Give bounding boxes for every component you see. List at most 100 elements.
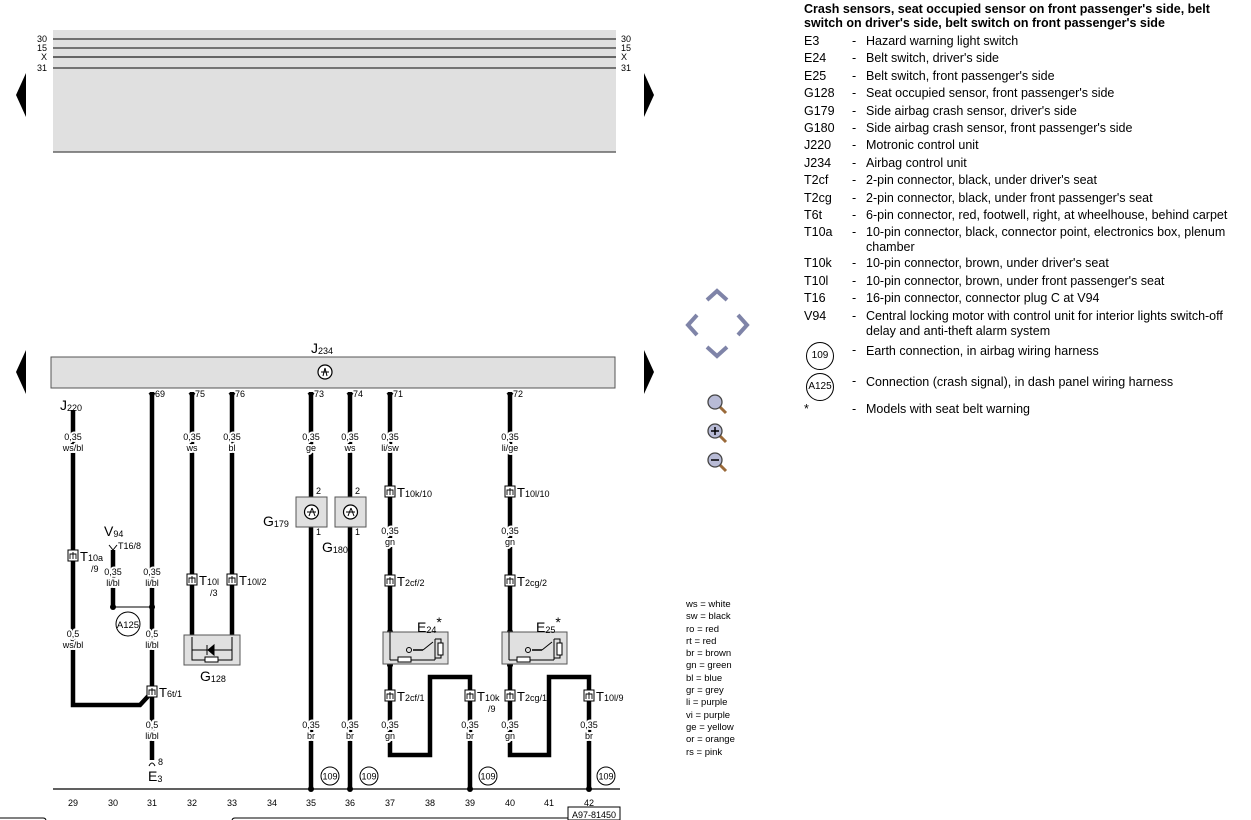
legend-code: V94 bbox=[804, 308, 827, 323]
wire-size-label: 0,35 bbox=[501, 432, 519, 442]
crash-sensor-icon bbox=[346, 507, 355, 517]
pan-down-icon[interactable] bbox=[704, 344, 730, 360]
component-label-sub: 179 bbox=[274, 519, 289, 529]
diode-icon bbox=[206, 643, 215, 657]
connector-code: T bbox=[397, 689, 405, 704]
track-number: 34 bbox=[267, 798, 277, 808]
pin-number: 75 bbox=[195, 389, 205, 399]
wire-size-label: 0,35 bbox=[64, 432, 82, 442]
connector-pin: 10k/10 bbox=[405, 489, 432, 499]
pin-arrow-icon bbox=[346, 392, 354, 399]
legend-item: T10l-10-pin connector, brown, under fron… bbox=[804, 273, 1249, 290]
color-code-item: vi = purple bbox=[686, 709, 731, 721]
connector-icon bbox=[585, 692, 593, 699]
legend-code: T10a bbox=[804, 225, 833, 240]
control-unit-label: J234 bbox=[311, 340, 333, 356]
drawing-number-box bbox=[567, 806, 621, 820]
pan-right-icon[interactable] bbox=[735, 312, 751, 338]
sensor-pin: 1 bbox=[355, 527, 360, 537]
pin-arrow-icon bbox=[108, 544, 118, 551]
zoom-icon[interactable] bbox=[706, 393, 730, 417]
legend-dash: - bbox=[852, 256, 857, 271]
wire-size-label: 0,35 bbox=[381, 720, 399, 730]
control-unit-label-code: J bbox=[311, 340, 318, 356]
connector-icon bbox=[506, 692, 514, 699]
legend-item: E24-Belt switch, driver's side bbox=[804, 50, 1249, 67]
connector-pin: 10l/9 bbox=[604, 693, 624, 703]
connector-pin: 10k bbox=[485, 693, 500, 703]
legend-dash: - bbox=[852, 273, 857, 288]
e24-belt-switch-box bbox=[382, 631, 449, 665]
legend-item: T2cf-2-pin connector, black, under drive… bbox=[804, 172, 1249, 189]
pin-number: 73 bbox=[314, 389, 324, 399]
track-number: 41 bbox=[544, 798, 554, 808]
legend-code: G128 bbox=[804, 86, 835, 101]
e25-belt-switch-box bbox=[501, 631, 568, 665]
scroll-right-arrow-icon[interactable] bbox=[644, 350, 654, 394]
wire-size-label: 0,35 bbox=[223, 432, 241, 442]
ground-label: 109 bbox=[322, 772, 337, 782]
wire-size-label: 0,35 bbox=[104, 567, 122, 577]
track-number: 32 bbox=[187, 798, 197, 808]
pan-left-icon[interactable] bbox=[684, 312, 700, 338]
wire-color-label: gn bbox=[505, 537, 515, 547]
connector-icon bbox=[386, 577, 394, 584]
wire-color-label: li/bl bbox=[145, 640, 159, 650]
connector-pin: 10a bbox=[88, 553, 103, 563]
pan-up-icon[interactable] bbox=[704, 287, 730, 303]
wire-size-label: 0,5 bbox=[146, 629, 159, 639]
legend-code: T10k bbox=[804, 256, 832, 271]
crash-sensor-icon bbox=[307, 507, 316, 517]
pin-number: 74 bbox=[353, 389, 363, 399]
color-code-item: rt = red bbox=[686, 635, 717, 647]
color-code-item: gn = green bbox=[686, 660, 732, 672]
pin-icon bbox=[148, 762, 156, 767]
component-label-code: V bbox=[104, 523, 114, 539]
zoom-in-icon[interactable] bbox=[706, 422, 730, 446]
airbag-control-unit-box bbox=[50, 356, 616, 389]
legend-text: Airbag control unit bbox=[866, 155, 967, 170]
legend-text: Seat occupied sensor, front passenger's … bbox=[866, 86, 1115, 101]
legend-text: Motronic control unit bbox=[866, 138, 979, 153]
legend-item: T6t-6-pin connector, red, footwell, righ… bbox=[804, 207, 1249, 224]
legend-code: T10l bbox=[804, 273, 829, 288]
connector-pin: 2cf/2 bbox=[405, 578, 425, 588]
scroll-left-arrow-icon[interactable] bbox=[16, 73, 26, 117]
color-code-item: rs = pink bbox=[686, 746, 723, 758]
connector-code: T bbox=[159, 685, 167, 700]
scroll-right-arrow-icon[interactable] bbox=[644, 73, 654, 117]
connector-label: T2cg/2 bbox=[517, 574, 547, 589]
legend-item: E25-Belt switch, front passenger's side bbox=[804, 68, 1249, 85]
connector-pin: 10l/10 bbox=[525, 489, 550, 499]
legend-code: G180 bbox=[804, 121, 835, 136]
zoom-out-icon[interactable] bbox=[706, 451, 730, 475]
legend-item: V94-Central locking motor with control u… bbox=[804, 308, 1249, 339]
legend-dash: - bbox=[852, 208, 857, 223]
component-label-sub: 220 bbox=[67, 403, 82, 413]
airbag-symbol-icon bbox=[321, 367, 329, 377]
legend-code: * bbox=[804, 401, 809, 416]
connector-code: T bbox=[477, 689, 485, 704]
next-page-tab bbox=[0, 817, 568, 820]
junction-dot bbox=[149, 604, 155, 610]
legend-code: E25 bbox=[804, 68, 827, 83]
legend-item: J234-Airbag control unit bbox=[804, 155, 1249, 172]
track-number: 29 bbox=[68, 798, 78, 808]
rail-label-left: X bbox=[41, 52, 47, 62]
component-label-sub: 128 bbox=[211, 674, 226, 684]
connector-code: T bbox=[397, 485, 405, 500]
track-number: 38 bbox=[425, 798, 435, 808]
connector-pin: 2cf/1 bbox=[405, 693, 425, 703]
connector-code: T bbox=[239, 573, 247, 588]
wire-color-label: li/bl bbox=[145, 731, 159, 741]
legend-code: E24 bbox=[804, 51, 827, 66]
rail-label-right: 31 bbox=[621, 63, 631, 73]
connector-code: T bbox=[517, 689, 525, 704]
wire-color-label: ge bbox=[306, 443, 316, 453]
v94-pin-label: T16/8 bbox=[118, 541, 141, 551]
rail-label-right: X bbox=[621, 52, 627, 62]
wire-color-label: ws/bl bbox=[62, 640, 84, 650]
component-label: G179 bbox=[263, 513, 289, 529]
scroll-left-arrow-icon[interactable] bbox=[16, 350, 26, 394]
